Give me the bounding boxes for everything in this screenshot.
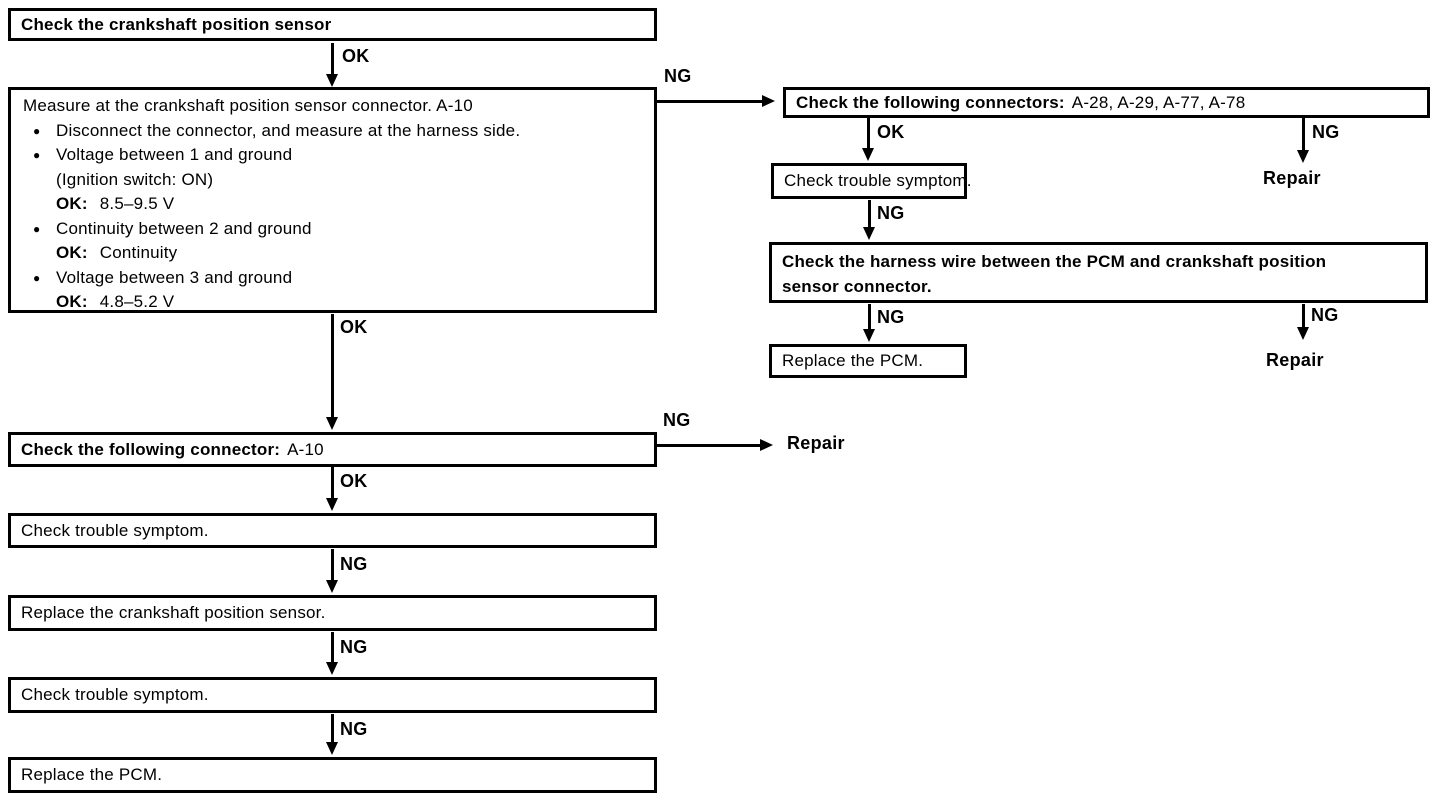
edge-label-ng: NG: [664, 66, 692, 86]
measure-bullet-1: ● Disconnect the connector, and measure …: [21, 119, 644, 144]
bullet-icon: ●: [33, 221, 41, 236]
node-check-trouble-1-label: Check trouble symptom.: [21, 520, 209, 540]
measure-bullet-4-ok-value: 4.8–5.2 V: [99, 292, 175, 311]
arrow-down-icon: [326, 43, 338, 87]
arrow-down-icon: [326, 467, 338, 511]
arrow-down-icon: [326, 714, 338, 755]
node-check-connector-a10-value: A-10: [287, 439, 324, 459]
edge-label-ng: NG: [663, 410, 691, 430]
arrow-right-icon: [657, 439, 773, 451]
ok-prefix: OK:: [56, 292, 88, 311]
node-check-connector-a10: Check the following connector: A-10: [8, 432, 657, 467]
arrow-down-icon: [326, 632, 338, 675]
measure-bullet-4-text: Voltage between 3 and ground: [56, 267, 293, 287]
node-check-sensor-label: Check the crankshaft position sensor: [21, 14, 332, 34]
arrow-down-icon: [1297, 304, 1309, 340]
edge-label-ok: OK: [342, 46, 370, 66]
arrow-down-icon: [326, 549, 338, 593]
measure-bullet-4-result: OK: 4.8–5.2 V: [21, 290, 644, 315]
measure-title: Measure at the crankshaft position senso…: [23, 96, 473, 115]
node-check-harness: Check the harness wire between the PCM a…: [769, 242, 1428, 303]
arrow-down-icon: [862, 118, 874, 161]
node-check-harness-line1: Check the harness wire between the PCM a…: [782, 252, 1327, 271]
measure-bullet-3-ok-value: Continuity: [99, 243, 178, 262]
node-check-trouble-2-label: Check trouble symptom.: [21, 685, 209, 704]
arrow-down-icon: [326, 314, 338, 430]
node-replace-pcm-right: Replace the PCM.: [769, 344, 967, 378]
node-check-trouble-2: Check trouble symptom.: [8, 677, 657, 713]
ok-prefix: OK:: [56, 194, 88, 213]
node-replace-pcm-right-label: Replace the PCM.: [782, 351, 924, 370]
measure-bullet-2-result: OK: 8.5–9.5 V: [21, 192, 644, 217]
measure-bullet-4: ● Voltage between 3 and ground: [21, 266, 644, 291]
ok-prefix: OK:: [56, 243, 88, 262]
node-check-connectors: Check the following connectors: A-28, A-…: [783, 87, 1430, 118]
node-check-trouble-1: Check trouble symptom.: [8, 513, 657, 548]
edge-label-ok: OK: [877, 122, 905, 142]
edge-label-ok: OK: [340, 317, 368, 337]
edge-label-ng: NG: [1312, 122, 1340, 142]
measure-bullet-2-sub: (Ignition switch: ON): [56, 169, 214, 189]
arrow-right-icon: [657, 95, 775, 107]
measure-bullet-3-text: Continuity between 2 and ground: [56, 218, 312, 238]
edge-label-ng: NG: [340, 554, 368, 574]
measure-bullet-3-result: OK: Continuity: [21, 241, 644, 266]
edge-label-ng: NG: [340, 719, 368, 739]
measure-bullet-1-text: Disconnect the connector, and measure at…: [56, 120, 521, 140]
node-measure-connector: Measure at the crankshaft position senso…: [8, 87, 657, 313]
node-check-connectors-title: Check the following connectors:: [796, 92, 1065, 112]
terminal-repair-top-right: Repair: [1263, 168, 1321, 188]
edge-label-ok: OK: [340, 471, 368, 491]
node-check-sensor: Check the crankshaft position sensor: [8, 8, 657, 41]
node-replace-sensor-label: Replace the crankshaft position sensor.: [21, 603, 326, 622]
terminal-repair-middle: Repair: [787, 433, 845, 453]
edge-label-ng: NG: [877, 203, 905, 223]
arrow-down-icon: [1297, 118, 1309, 163]
edge-label-ng: NG: [340, 637, 368, 657]
edge-label-ng: NG: [1311, 305, 1339, 325]
arrow-down-icon: [863, 304, 875, 342]
bullet-icon: ●: [33, 148, 41, 162]
edge-label-ng: NG: [877, 307, 905, 327]
node-replace-sensor: Replace the crankshaft position sensor.: [8, 595, 657, 631]
node-replace-pcm-left-label: Replace the PCM.: [21, 765, 163, 784]
node-check-connector-a10-title: Check the following connector:: [21, 439, 281, 459]
bullet-icon: ●: [33, 270, 41, 285]
measure-bullet-3: ● Continuity between 2 and ground: [21, 217, 644, 242]
measure-bullet-2-ok-value: 8.5–9.5 V: [99, 194, 175, 213]
arrow-down-icon: [863, 200, 875, 240]
node-check-trouble-right-label: Check trouble symptom.: [784, 171, 972, 190]
node-check-harness-line2: sensor connector.: [782, 276, 932, 296]
node-replace-pcm-left: Replace the PCM.: [8, 757, 657, 793]
node-check-connectors-value: A-28, A-29, A-77, A-78: [1071, 92, 1246, 112]
terminal-repair-bottom-right: Repair: [1266, 350, 1324, 370]
node-check-trouble-right: Check trouble symptom.: [771, 163, 972, 199]
bullet-icon: ●: [33, 123, 41, 138]
measure-bullet-2: ● Voltage between 1 and ground: [21, 143, 644, 168]
measure-bullet-2-text: Voltage between 1 and ground: [56, 145, 293, 164]
